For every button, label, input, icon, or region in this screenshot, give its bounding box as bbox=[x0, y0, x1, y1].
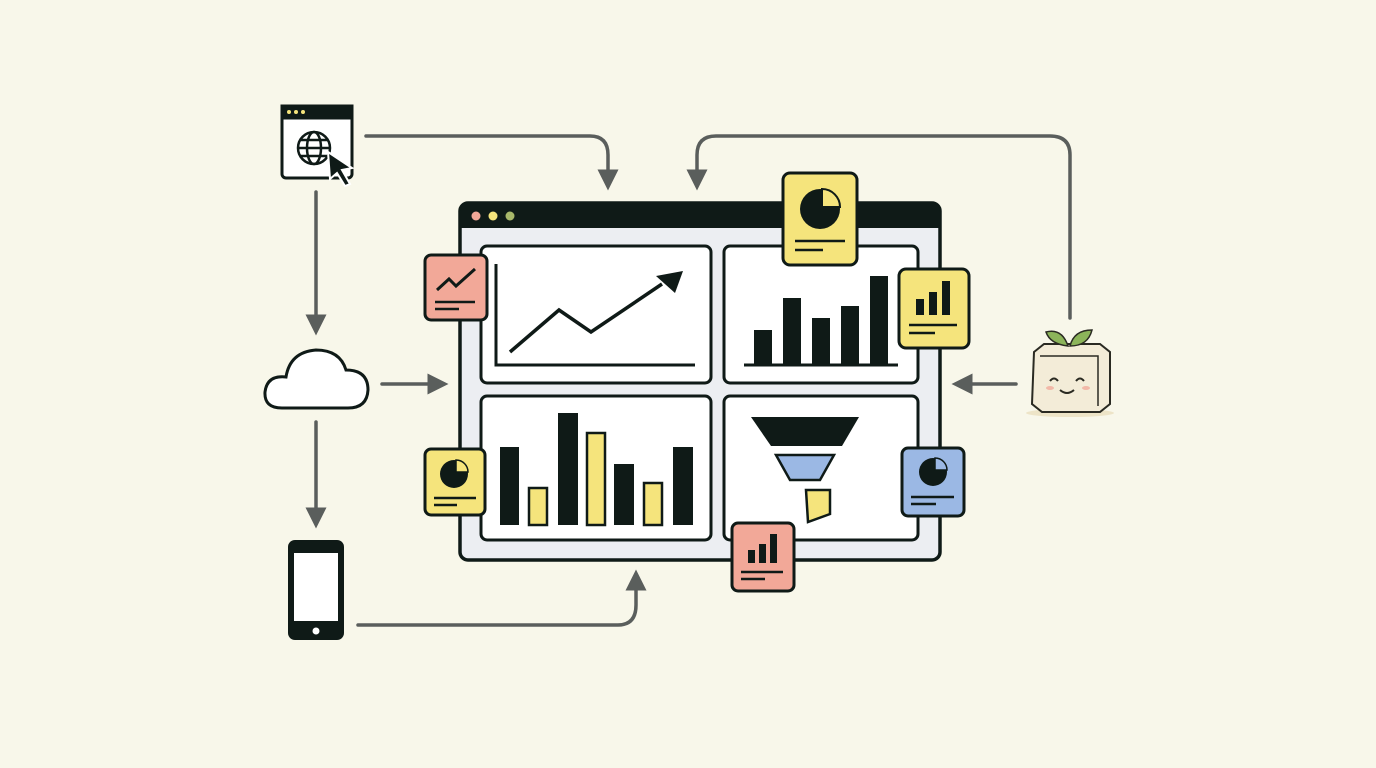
mixed-bar-chart-panel bbox=[479, 394, 713, 542]
funnel-middle bbox=[773, 453, 837, 482]
trend-line bbox=[508, 282, 663, 354]
bar-chart-panel bbox=[722, 244, 920, 385]
dashboard-window bbox=[458, 201, 942, 562]
bar bbox=[527, 486, 549, 527]
flow-arrows bbox=[305, 134, 1072, 627]
trend-arrowhead bbox=[656, 271, 683, 293]
leaf-icon bbox=[1045, 330, 1070, 347]
bar bbox=[585, 431, 607, 527]
bar bbox=[642, 481, 664, 527]
window-titlebar bbox=[460, 203, 940, 228]
report-card-icon bbox=[900, 446, 966, 518]
report-card-icon bbox=[423, 447, 487, 517]
bar bbox=[614, 464, 634, 525]
window-maximize-dot[interactable] bbox=[505, 211, 515, 221]
bar bbox=[558, 413, 578, 525]
report-card-icon bbox=[423, 253, 489, 322]
report-card-icon bbox=[730, 521, 796, 593]
funnel-top bbox=[751, 417, 859, 446]
bar bbox=[783, 298, 801, 364]
arrow-browser-to-dashboard bbox=[364, 134, 619, 191]
report-card-icon bbox=[897, 267, 971, 350]
bar bbox=[500, 447, 519, 525]
tofu-mascot-icon bbox=[1026, 329, 1114, 417]
leaf-icon bbox=[1069, 329, 1093, 347]
bar bbox=[812, 318, 830, 364]
window-close-dot[interactable] bbox=[471, 211, 481, 221]
web-browser-icon bbox=[280, 104, 355, 188]
cursor-icon bbox=[326, 150, 355, 188]
report-card-icon bbox=[781, 171, 859, 267]
globe-icon bbox=[296, 130, 332, 166]
bar bbox=[673, 447, 693, 525]
cloud-icon bbox=[263, 348, 370, 410]
arrow-phone-to-dashboard bbox=[356, 569, 647, 627]
smartphone-icon bbox=[288, 540, 344, 640]
bar bbox=[870, 276, 888, 364]
arrow-mascot-to-dashboard bbox=[686, 134, 1072, 320]
funnel-chart-panel bbox=[722, 394, 920, 542]
bar bbox=[841, 306, 859, 364]
bar bbox=[754, 330, 772, 364]
window-minimize-dot[interactable] bbox=[488, 211, 498, 221]
line-chart-panel bbox=[479, 244, 713, 385]
